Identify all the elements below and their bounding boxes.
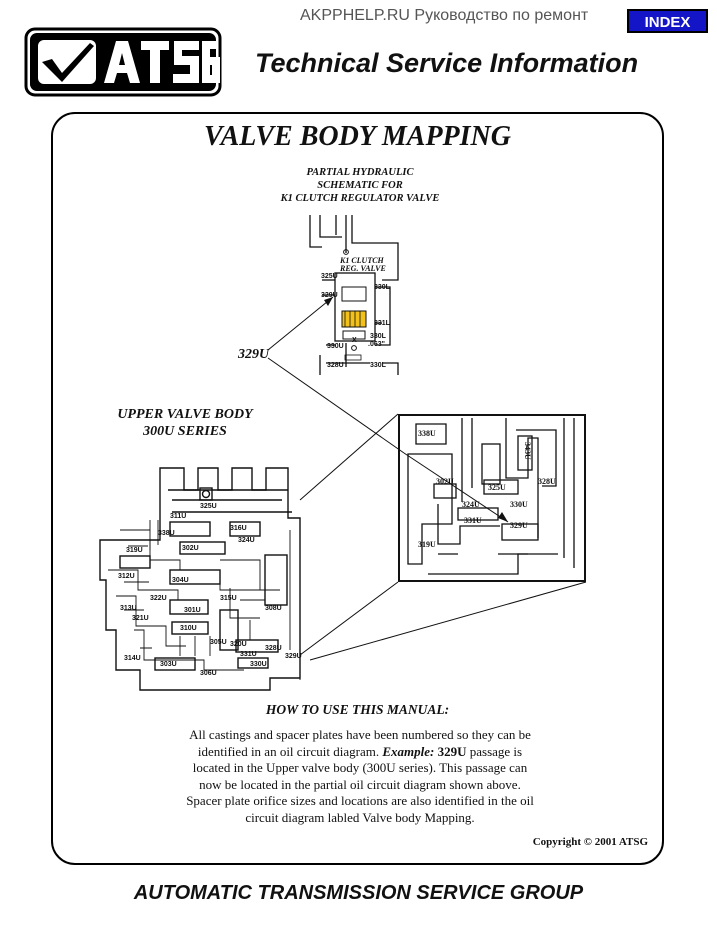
logo-lettering xyxy=(104,41,220,83)
callout-329u: 329U xyxy=(238,347,270,362)
valve-body-label: 338U xyxy=(158,530,175,537)
valve-body-label: 329U xyxy=(285,653,302,660)
schematic-caption-line: PARTIAL HYDRAULIC xyxy=(306,167,414,178)
footer-title: AUTOMATIC TRANSMISSION SERVICE GROUP xyxy=(133,882,584,904)
hydraulic-schematic: K1 CLUTCH REG. VALVE 325U 329U 330L 331L… xyxy=(309,215,399,375)
zoom-label: 325U xyxy=(488,483,506,492)
zoom-label: 319U xyxy=(418,540,436,549)
schematic-label: 330L xyxy=(374,284,391,291)
valve-body-label: 316U xyxy=(230,525,247,532)
schematic-label: 328U xyxy=(327,362,344,369)
zoom-label: 343U xyxy=(523,442,532,460)
howto-body: All castings and spacer plates have been… xyxy=(160,727,560,826)
howto-heading: HOW TO USE THIS MANUAL: xyxy=(265,702,450,717)
valve-body-label: 330U xyxy=(250,661,267,668)
valve-body-label: 310U xyxy=(180,625,197,632)
valve-body-label: 301U xyxy=(184,607,201,614)
howto-line: circuit diagram labled Valve body Mappin… xyxy=(245,809,475,825)
zoom-label: 338U xyxy=(418,429,436,438)
schematic-label: 330L xyxy=(370,362,387,369)
header-title: Technical Service Information xyxy=(255,48,639,78)
copyright-notice: Copyright © 2001 ATSG xyxy=(532,836,648,848)
schematic-label: 329U xyxy=(321,292,338,299)
content-panel xyxy=(51,112,664,865)
watermark-text: AKPPHELP.RU Руководство по ремонт xyxy=(300,7,589,24)
checkmark-icon xyxy=(42,43,94,82)
valve-body-label: 315U xyxy=(220,595,237,602)
valve-body-label: 324U xyxy=(238,537,255,544)
schematic-label: X xyxy=(352,337,357,344)
schematic-caption-line: K1 CLUTCH REGULATOR VALVE xyxy=(280,193,440,204)
schematic-label: 330U xyxy=(327,343,344,350)
upper-valve-body-caption: UPPER VALVE BODY 300U SERIES xyxy=(110,406,260,440)
valve-body-label: 321U xyxy=(132,615,149,622)
schematic-label: 325U xyxy=(321,273,338,280)
schematic-label: 331L xyxy=(374,320,391,327)
schematic-label-valve-name: REG. VALVE xyxy=(339,264,386,273)
valve-body-label: 328U xyxy=(265,645,282,652)
howto-line: Spacer plate orifice sizes and locations… xyxy=(186,793,534,808)
valve-body-label: 313U xyxy=(120,605,137,612)
schematic-label-valve-name: K1 CLUTCH xyxy=(339,256,385,265)
schematic-label: 330L xyxy=(370,333,387,340)
zoom-label: 302U xyxy=(436,477,454,486)
page-title: VALVE BODY MAPPING xyxy=(204,121,511,152)
howto-line-text: passage is xyxy=(466,743,523,759)
valve-body-label: 305U xyxy=(210,639,227,646)
valve-body-label: 302U xyxy=(182,545,199,552)
upper-caption-line: 300U SERIES xyxy=(143,424,227,439)
howto-line: identified in an oil circuit diagram. Ex… xyxy=(160,744,560,761)
valve-spool-highlight xyxy=(341,310,367,328)
valve-body-label: 331U xyxy=(240,651,257,658)
valve-body-label: 304U xyxy=(172,577,189,584)
zoom-label: 330U xyxy=(510,500,528,509)
valve-body-label: 311U xyxy=(170,513,186,520)
zoom-label: 328U xyxy=(538,477,556,486)
valve-body-label: 308U xyxy=(265,605,282,612)
index-button[interactable]: INDEX xyxy=(627,9,708,33)
valve-body-label: 314U xyxy=(124,655,141,662)
schematic-caption-line: SCHEMATIC FOR xyxy=(317,180,403,191)
valve-body-label: 325U xyxy=(200,503,217,510)
valve-body-label: 320U xyxy=(230,641,247,648)
howto-passage-ref: 329U xyxy=(434,743,467,759)
zoom-label: 324U xyxy=(462,500,480,509)
howto-line: located in the Upper valve body (300U se… xyxy=(192,760,528,775)
upper-caption-line: UPPER VALVE BODY xyxy=(117,407,253,422)
howto-line: All castings and spacer plates have been… xyxy=(189,727,531,742)
howto-example-label: Example: xyxy=(382,743,435,759)
howto-line: now be located in the partial oil circui… xyxy=(199,776,521,792)
valve-body-label: 322U xyxy=(150,595,167,602)
atsg-logo xyxy=(24,27,222,97)
howto-line-text: identified in an oil circuit diagram. xyxy=(197,743,383,759)
upper-valve-body-drawing: 325U 311U 319U 338U 302U 304U 312U 313U … xyxy=(99,467,302,691)
zoomed-valve-body-detail: 338U 343U 302U 325U 328U 324U 330U 331U … xyxy=(398,414,586,582)
zoom-label: 331U xyxy=(464,516,482,525)
valve-body-label: 312U xyxy=(118,573,135,580)
schematic-label: .063" xyxy=(368,341,385,348)
valve-body-label: 306U xyxy=(200,670,217,677)
schematic-caption: PARTIAL HYDRAULIC SCHEMATIC FOR K1 CLUTC… xyxy=(250,166,470,205)
zoom-label: 329U xyxy=(510,521,528,530)
valve-body-label: 303U xyxy=(160,661,177,668)
valve-body-label: 319U xyxy=(126,547,143,554)
